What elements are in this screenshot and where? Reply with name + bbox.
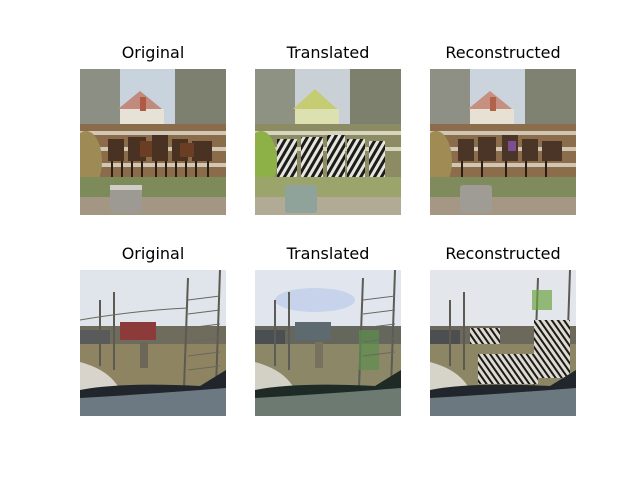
horse-scene-reconstructed-image: [430, 69, 576, 215]
zebra-scene-image: [255, 69, 401, 215]
panel-title: Reconstructed: [445, 244, 561, 263]
panel-title: Original: [121, 43, 185, 62]
field-scene-reconstructed-image: [430, 270, 576, 416]
horse-scene-image: [80, 69, 226, 215]
panel-title: Reconstructed: [445, 43, 561, 62]
panel-title: Original: [121, 244, 185, 263]
panel-title: Translated: [286, 244, 370, 263]
field-zebra-scene-image: [255, 270, 401, 416]
field-scene-image: [80, 270, 226, 416]
panel-title: Translated: [286, 43, 370, 62]
